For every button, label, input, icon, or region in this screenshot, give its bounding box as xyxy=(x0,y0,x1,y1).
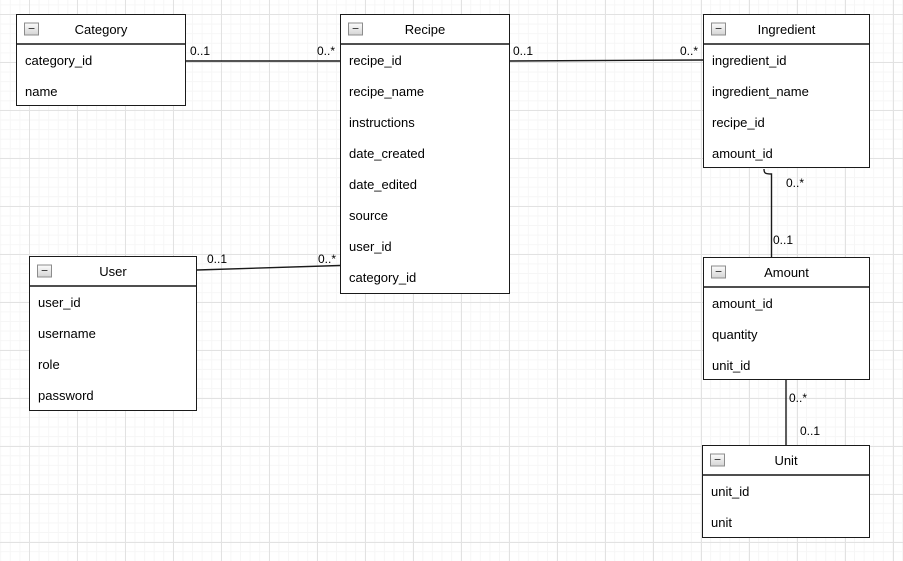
entity-user[interactable]: − User user_id username role password xyxy=(29,256,197,411)
field-row[interactable]: source xyxy=(349,208,389,223)
multiplicity-label-recipe-end[interactable]: 0..1 xyxy=(513,44,534,58)
entity-header: − Recipe xyxy=(341,15,509,45)
multiplicity-label-category-end[interactable]: 0..1 xyxy=(190,44,211,58)
field-row[interactable]: category_id xyxy=(349,270,417,285)
multiplicity-label-recipe-end[interactable]: 0..* xyxy=(318,252,337,266)
entity-header: − Ingredient xyxy=(704,15,869,45)
field-row[interactable]: date_edited xyxy=(349,177,417,192)
field-row[interactable]: name xyxy=(25,84,58,99)
entity-recipe[interactable]: − Recipe recipe_id recipe_name instructi… xyxy=(340,14,510,294)
collapse-icon[interactable]: − xyxy=(710,452,725,467)
entity-title: User xyxy=(99,263,127,279)
entity-title: Category xyxy=(74,21,128,37)
collapse-icon[interactable]: − xyxy=(711,21,726,36)
minus-icon: − xyxy=(27,21,35,36)
multiplicity-label-amount-end[interactable]: 0..* xyxy=(789,391,808,405)
field-row[interactable]: recipe_name xyxy=(349,84,425,99)
multiplicity-label-recipe-end[interactable]: 0..* xyxy=(317,44,336,58)
entity-title: Recipe xyxy=(404,21,446,37)
field-row[interactable]: category_id xyxy=(25,53,93,68)
minus-icon: − xyxy=(40,263,48,278)
field-row[interactable]: recipe_id xyxy=(712,115,765,130)
entity-title: Unit xyxy=(774,452,798,468)
entity-header: − Category xyxy=(17,15,185,45)
collapse-icon[interactable]: − xyxy=(37,263,52,278)
multiplicity-label-unit-end[interactable]: 0..1 xyxy=(800,424,821,438)
field-row[interactable]: amount_id xyxy=(712,146,773,161)
entity-category[interactable]: − Category category_id name xyxy=(16,14,186,106)
edge-recipe-ingredient[interactable] xyxy=(509,59,704,62)
entity-title: Amount xyxy=(764,264,809,280)
field-row[interactable]: unit xyxy=(711,515,732,530)
entity-title: Ingredient xyxy=(757,21,816,37)
field-row[interactable]: password xyxy=(38,388,94,403)
entity-header: − User xyxy=(30,257,196,287)
field-row[interactable]: ingredient_name xyxy=(712,84,809,99)
collapse-icon[interactable]: − xyxy=(24,21,39,36)
edge-ingredient-amount[interactable] xyxy=(763,168,773,257)
field-row[interactable]: quantity xyxy=(712,327,758,342)
multiplicity-label-user-end[interactable]: 0..1 xyxy=(207,252,228,266)
field-row[interactable]: ingredient_id xyxy=(712,53,787,68)
field-row[interactable]: role xyxy=(38,357,60,372)
minus-icon: − xyxy=(714,264,722,279)
field-row[interactable]: user_id xyxy=(349,239,392,254)
field-row[interactable]: amount_id xyxy=(712,296,773,311)
collapse-icon[interactable]: − xyxy=(711,264,726,279)
field-row[interactable]: unit_id xyxy=(712,358,751,373)
minus-icon: − xyxy=(714,21,722,36)
edge-user-recipe[interactable] xyxy=(196,264,341,271)
entity-header: − Unit xyxy=(703,446,869,476)
minus-icon: − xyxy=(351,21,359,36)
collapse-icon[interactable]: − xyxy=(348,21,363,36)
multiplicity-label-ingredient-end[interactable]: 0..* xyxy=(786,176,805,190)
multiplicity-label-amount-end[interactable]: 0..1 xyxy=(773,233,794,247)
entity-ingredient[interactable]: − Ingredient ingredient_id ingredient_na… xyxy=(703,14,870,168)
field-row[interactable]: user_id xyxy=(38,295,81,310)
field-row[interactable]: unit_id xyxy=(711,484,750,499)
entity-header: − Amount xyxy=(704,258,869,288)
entity-unit[interactable]: − Unit unit_id unit xyxy=(702,445,870,538)
field-row[interactable]: recipe_id xyxy=(349,53,402,68)
entity-amount[interactable]: − Amount amount_id quantity unit_id xyxy=(703,257,870,380)
multiplicity-label-ingredient-end[interactable]: 0..* xyxy=(680,44,699,58)
field-row[interactable]: username xyxy=(38,326,96,341)
field-row[interactable]: instructions xyxy=(349,115,415,130)
field-row[interactable]: date_created xyxy=(349,146,425,161)
minus-icon: − xyxy=(713,452,721,467)
